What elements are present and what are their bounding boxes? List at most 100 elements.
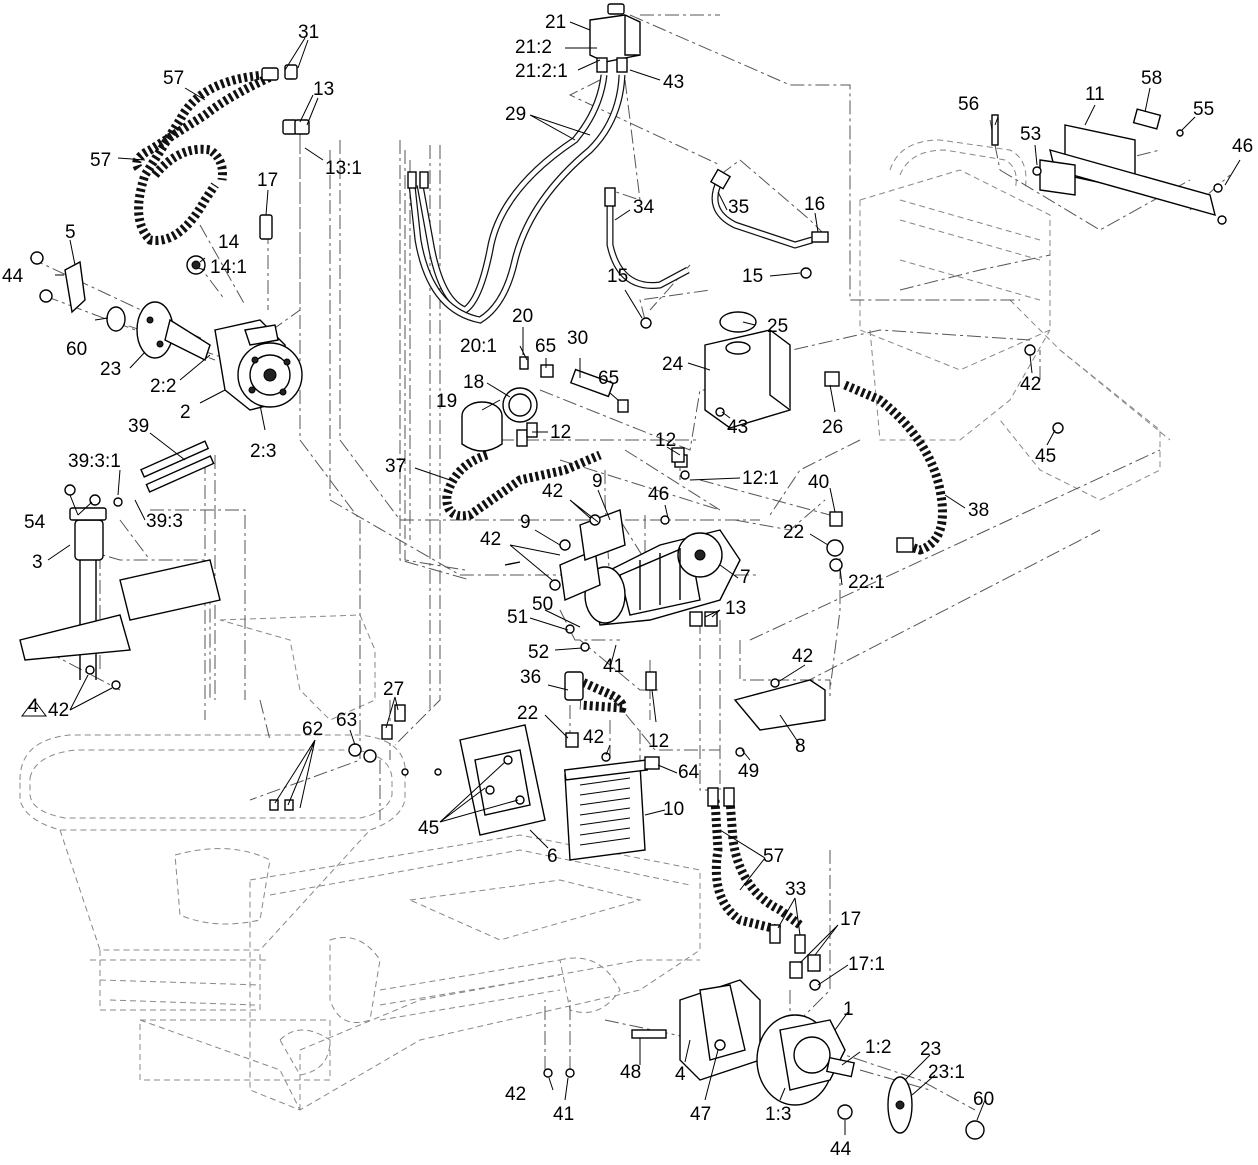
- callout-65: 65: [598, 368, 619, 389]
- callout-27: 27: [383, 679, 404, 700]
- callout-57: 57: [163, 68, 184, 89]
- callout-23: 23: [100, 359, 121, 380]
- assembly-centerlines: [24, 14, 1231, 1111]
- callout-20: 20: [512, 306, 533, 327]
- callout-25: 25: [767, 316, 788, 337]
- callout-47: 47: [690, 1104, 711, 1125]
- callout-38: 38: [968, 500, 989, 521]
- callout-62: 62: [302, 719, 323, 740]
- callout-2-2: 2:2: [150, 376, 176, 397]
- callout-53: 53: [1020, 124, 1041, 145]
- callout-45: 45: [1035, 446, 1056, 467]
- callout-29: 29: [505, 104, 526, 125]
- callout-37: 37: [385, 456, 406, 477]
- pump-motor-assembly-2: [30, 64, 310, 411]
- main-frame-phantom: [139, 834, 701, 1111]
- callout-22: 22: [517, 703, 538, 724]
- callout-42: 42: [542, 481, 563, 502]
- callout-39: 39: [128, 416, 149, 437]
- callout-45: 45: [418, 818, 439, 839]
- bracket-assembly-11: [991, 108, 1227, 434]
- callout-14-1: 14:1: [210, 257, 247, 278]
- hydraulic-hoses: [407, 74, 947, 935]
- wheel-motor-assembly-1: [543, 924, 985, 1140]
- callout-20-1: 20:1: [460, 336, 497, 357]
- callout-23-1: 23:1: [928, 1062, 965, 1083]
- callout-21-2-1: 21:2:1: [515, 61, 568, 82]
- callout-4: 4: [675, 1064, 686, 1085]
- callout-42: 42: [583, 727, 604, 748]
- callout-16: 16: [804, 194, 825, 215]
- callout-9: 9: [520, 512, 531, 533]
- hydrostatic-pump-7: [549, 454, 741, 652]
- callout-1-3: 1:3: [765, 1104, 791, 1125]
- callout-23: 23: [920, 1039, 941, 1060]
- callout-60: 60: [66, 339, 87, 360]
- callout-46: 46: [1232, 136, 1253, 157]
- callout-42: 42: [1020, 374, 1041, 395]
- callout-6: 6: [547, 846, 558, 867]
- rear-frame-phantom: [859, 139, 1171, 501]
- callout-58: 58: [1141, 68, 1162, 89]
- callout-1-2: 1:2: [865, 1037, 891, 1058]
- filter-assembly: [461, 356, 629, 452]
- callout-64: 64: [678, 762, 700, 783]
- callout-17: 17: [257, 170, 278, 191]
- callout-33: 33: [785, 879, 806, 900]
- callout-44: 44: [2, 266, 24, 287]
- callout-42: 42: [480, 529, 501, 550]
- callout-31: 31: [298, 22, 319, 43]
- callout-42: 42: [792, 646, 813, 667]
- callout-3: 3: [32, 552, 43, 573]
- callout-22-1: 22:1: [848, 572, 885, 593]
- callout-39-3: 39:3: [146, 511, 183, 532]
- callout-9: 9: [592, 471, 603, 492]
- reservoir-24: [704, 311, 791, 429]
- callout-4-flag: 4: [28, 696, 39, 717]
- callout-57: 57: [763, 846, 784, 867]
- bracket-8: [733, 678, 826, 757]
- callout-13-1: 13:1: [325, 158, 362, 179]
- callout-52: 52: [528, 642, 549, 663]
- callout-17: 17: [840, 909, 861, 930]
- callout-35: 35: [728, 197, 749, 218]
- callout-63: 63: [336, 710, 357, 731]
- callout-36: 36: [520, 667, 541, 688]
- callout-43: 43: [727, 417, 748, 438]
- callout-2-3: 2:3: [250, 441, 276, 462]
- callout-15: 15: [742, 266, 763, 287]
- callout-22: 22: [783, 522, 804, 543]
- callout-13: 13: [313, 79, 334, 100]
- callout-57: 57: [90, 150, 111, 171]
- callout-2: 2: [180, 402, 191, 423]
- valve-block-21: [589, 3, 641, 73]
- callout-15: 15: [607, 266, 628, 287]
- callout-14: 14: [218, 232, 240, 253]
- callout-41: 41: [553, 1104, 574, 1125]
- callout-51: 51: [507, 607, 528, 628]
- callout-12: 12: [550, 422, 571, 443]
- callout-44: 44: [830, 1139, 852, 1160]
- callout-24: 24: [662, 354, 684, 375]
- mounting-plate-6: [459, 724, 546, 836]
- callout-18: 18: [463, 372, 484, 393]
- callout-43: 43: [663, 72, 684, 93]
- callout-7: 7: [740, 567, 751, 588]
- callout-13: 13: [725, 598, 746, 619]
- callout-21-2: 21:2: [515, 37, 552, 58]
- callout-49: 49: [738, 761, 759, 782]
- callout-12-1: 12:1: [742, 468, 779, 489]
- callout-50: 50: [532, 594, 553, 615]
- callout-39-3-1: 39:3:1: [68, 451, 121, 472]
- callout-12: 12: [655, 430, 676, 451]
- callout-labels: 31 57 13 57 13:1 17 5 14 14:1 44 60 23 2…: [2, 12, 1253, 1160]
- callout-42: 42: [505, 1084, 526, 1105]
- callout-11: 11: [1085, 84, 1105, 105]
- callout-5: 5: [65, 222, 76, 243]
- callout-60: 60: [973, 1089, 994, 1110]
- callout-55: 55: [1193, 99, 1214, 120]
- callout-1: 1: [843, 999, 854, 1020]
- callout-30: 30: [567, 328, 588, 349]
- callout-26: 26: [822, 417, 843, 438]
